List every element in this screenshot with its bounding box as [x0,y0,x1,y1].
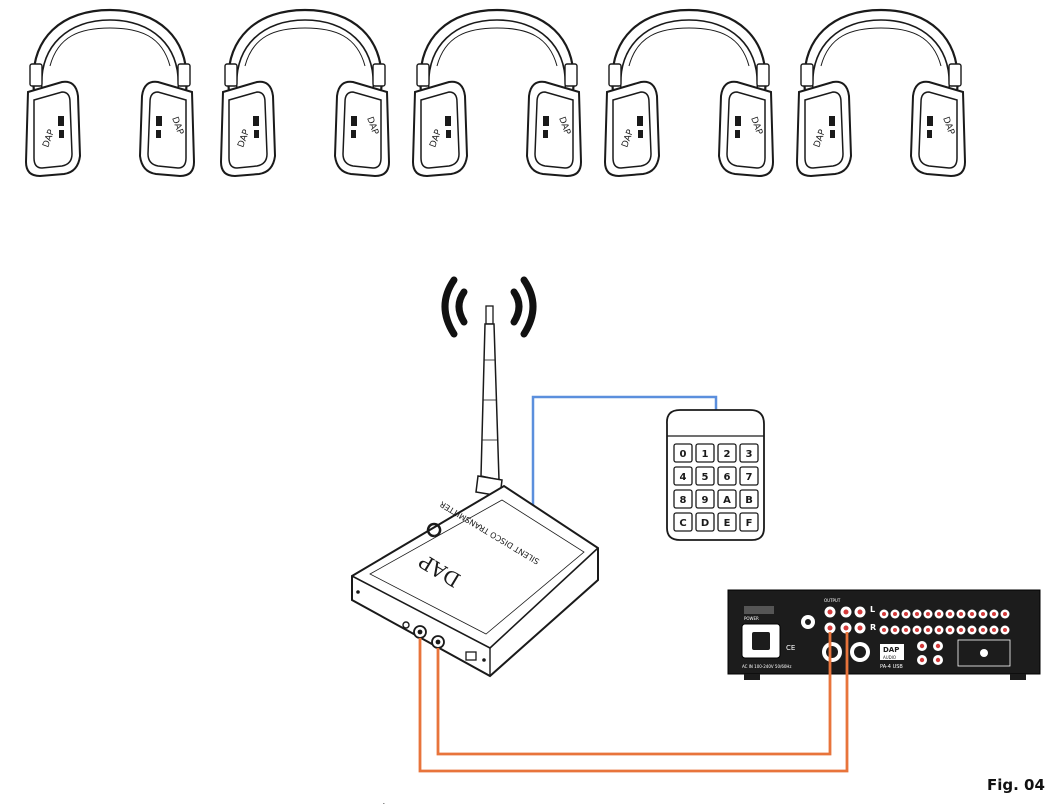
keypad-key-1: 1 [695,443,715,463]
keypad-key-A: A [717,489,737,509]
headphone-5 [795,8,967,178]
svg-text:6: 6 [724,472,731,483]
mixer-input-jack-center [926,628,930,632]
mixer-input-jack-center [882,612,886,616]
mixer-input-jack-center [992,628,996,632]
keypad-key-5: 5 [695,466,715,486]
svg-text:4: 4 [680,472,687,483]
mixer-input-jack-center [926,612,930,616]
keypad-key-C: C [673,512,693,532]
svg-text:C: C [679,518,686,529]
headphone-4 [603,8,775,178]
mixer-input-jack-center [948,628,952,632]
mixer-input-jack-center [992,612,996,616]
audio-cables [418,632,849,773]
svg-text:B: B [745,495,753,506]
keypad-key-F: F [739,512,759,532]
mixer-input-jack-center [882,628,886,632]
mixer-model: PA-4 USB [880,664,903,670]
mixer-input-jack-center [981,628,985,632]
antenna [475,305,503,497]
svg-text:1: 1 [702,449,709,460]
svg-text:F: F [746,518,753,529]
svg-text:7: 7 [746,472,753,483]
svg-text:0: 0 [680,449,687,460]
mixer-input-jack-center [959,628,963,632]
mixer-input-jack-center [1003,612,1007,616]
mixer-input-jack-center [1003,628,1007,632]
keypad-key-6: 6 [717,466,737,486]
svg-text:5: 5 [702,472,709,483]
keypad-key-9: 9 [695,489,715,509]
mixer-brand: DAP [883,646,899,654]
mixer-r-label: R [870,623,876,632]
mixer-input-jack-center [893,628,897,632]
figure-label: Fig. 04 [987,776,1045,794]
mixer-brand-sub: AUDIO [883,655,896,660]
svg-text:A: A [723,495,731,506]
data-cable [531,395,718,522]
svg-text:8: 8 [680,495,687,506]
keypad-key-0: 0 [673,443,693,463]
mixer-input-jack-center [981,612,985,616]
mixer: POWER CE AC IN 100-240V 50/60Hz OUTPUT L… [727,589,1041,680]
mixer-mains-text: AC IN 100-240V 50/60Hz [742,664,792,669]
mixer-input-jack-center [959,612,963,616]
svg-text:2: 2 [724,449,731,460]
mixer-input-jack-center [904,628,908,632]
keypad-key-2: 2 [717,443,737,463]
mixer-input-jack-center [970,628,974,632]
svg-text:3: 3 [746,449,753,460]
keypad-key-8: 8 [673,489,693,509]
svg-text:9: 9 [702,495,709,506]
headphone-2 [219,8,391,178]
mixer-ce-mark: CE [786,644,795,652]
mixer-input-jack-center [904,612,908,616]
mixer-input-jack-center [937,612,941,616]
mixer-input-jack-center [970,612,974,616]
headphone-3 [411,8,583,178]
mixer-input-jack-center [948,612,952,616]
svg-text:D: D [701,518,709,529]
mixer-l-label: L [870,605,875,614]
keypad-key-3: 3 [739,443,759,463]
mixer-input-jack-center [937,628,941,632]
mixer-input-jack-center [915,612,919,616]
keypad-key-7: 7 [739,466,759,486]
mixer-output-label: OUTPUT [824,598,841,603]
keypad-key-E: E [717,512,737,532]
mixer-input-jack-center [915,628,919,632]
svg-text:E: E [724,518,731,529]
mixer-power-label: POWER [744,616,759,621]
keypad-key-B: B [739,489,759,509]
keypad: 0 1 2 3 4 5 6 7 8 9 A B C D E F [666,409,765,541]
keypad-key-D: D [695,512,715,532]
transmitter: DAP SILENT DISCO TRANSMITTER [351,484,599,804]
headphone-1 [24,8,196,178]
keypad-key-4: 4 [673,466,693,486]
mixer-input-jack-center [893,612,897,616]
wireless-signal-icon [441,276,537,338]
